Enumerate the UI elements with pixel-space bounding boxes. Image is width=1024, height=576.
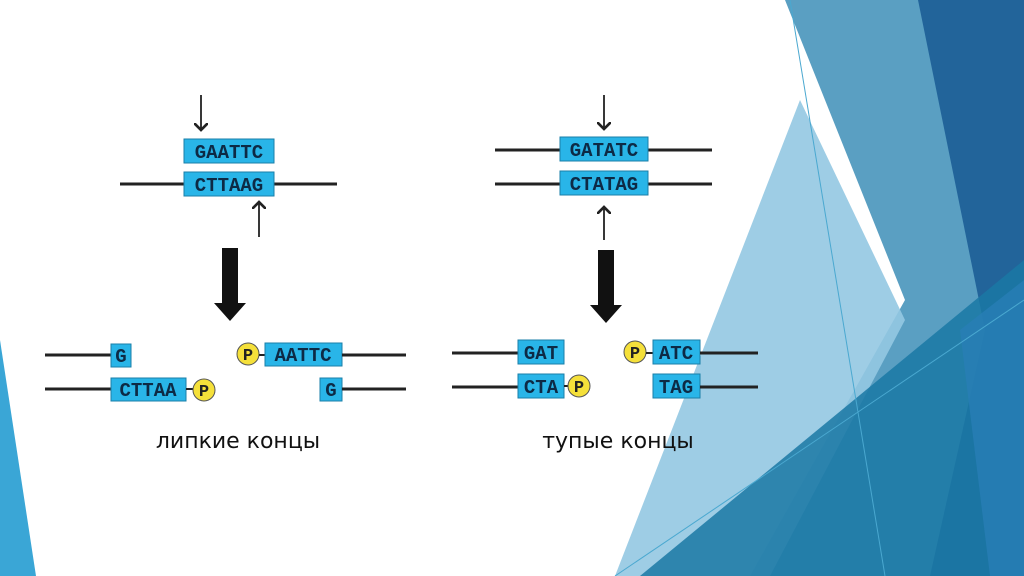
- phosphate-label: P: [574, 379, 584, 398]
- sticky-ends-caption: липкие концы: [156, 429, 320, 454]
- big-down-arrow-icon: [214, 248, 246, 321]
- phosphate-label: P: [243, 347, 253, 366]
- phosphate-label: P: [199, 383, 209, 402]
- blunt-ends-caption: тупые концы: [542, 429, 694, 454]
- fragment-sequence: G: [325, 380, 336, 402]
- fragment-sequence: GAT: [524, 343, 558, 365]
- big-down-arrow-icon: [590, 250, 622, 323]
- fragment-sequence: CTA: [524, 377, 559, 399]
- top-strand-sequence: GAATTC: [195, 142, 263, 164]
- sticky-ends-diagram: GAATTC CTTAAG G CTTAA P P AATTC G липкие…: [45, 95, 406, 454]
- bottom-strand-sequence: CTATAG: [570, 174, 638, 196]
- fragment-sequence: TAG: [659, 377, 693, 399]
- fragment-sequence: CTTAA: [119, 380, 177, 402]
- fragment-sequence: AATTC: [274, 345, 331, 367]
- bottom-strand-sequence: CTTAAG: [195, 175, 263, 197]
- blunt-ends-diagram: GATATC CTATAG GAT CTA P P ATC TAG тупые …: [452, 95, 758, 454]
- fragment-sequence: G: [115, 346, 126, 368]
- fragment-sequence: ATC: [659, 343, 693, 365]
- top-strand-sequence: GATATC: [570, 140, 638, 162]
- phosphate-label: P: [630, 345, 640, 364]
